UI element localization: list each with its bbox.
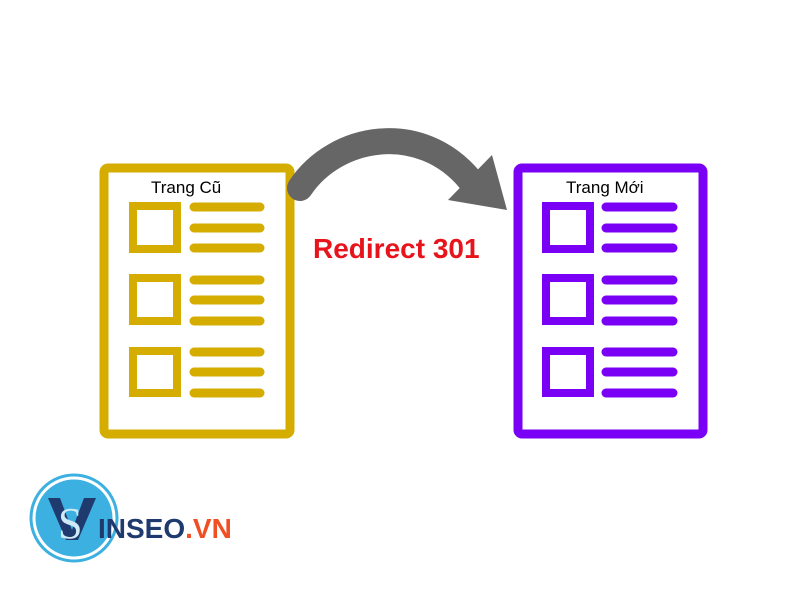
redirect-label: Redirect 301 (313, 233, 480, 264)
new-page-document (513, 163, 708, 439)
old-page-label: Trang Cũ (151, 178, 221, 197)
logo-text: INSEO.VN (98, 513, 232, 544)
redirect-arrow (287, 128, 507, 210)
vinseo-logo: S INSEO.VN (29, 473, 232, 563)
svg-text:S: S (58, 499, 82, 548)
new-page-label: Trang Mới (566, 178, 644, 197)
old-page-document (99, 163, 295, 439)
